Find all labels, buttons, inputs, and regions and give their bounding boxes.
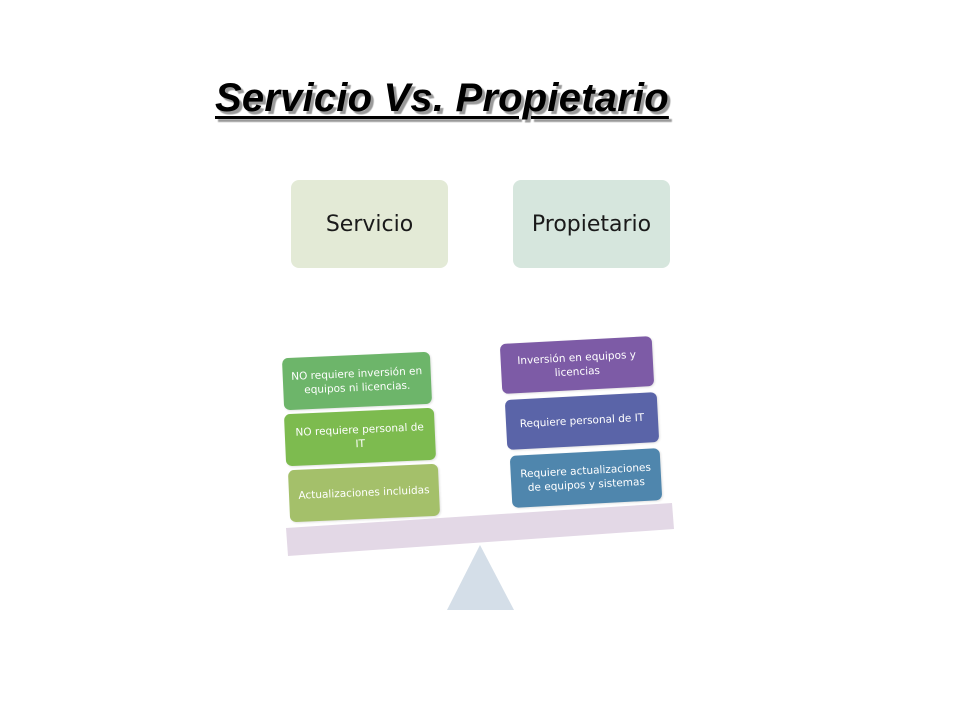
servicio-header: Servicio [291,180,448,268]
scale-fulcrum [447,545,514,610]
scale-beam [286,503,674,556]
propietario-item-inversion: Inversión en equipos y licencias [499,336,655,394]
propietario-item-personal: Requiere personal de IT [504,392,660,450]
propietario-header: Propietario [513,180,670,268]
slide-title: Servicio Vs. Propietario [215,76,669,120]
propietario-item-actualizaciones: Requiere actualizaciones de equipos y si… [509,448,663,508]
servicio-item-no-inversion: NO requiere inversión en equipos ni lice… [281,351,433,411]
servicio-item-no-personal: NO requiere personal de IT [283,407,437,467]
servicio-item-actualizaciones: Actualizaciones incluidas [287,463,441,523]
